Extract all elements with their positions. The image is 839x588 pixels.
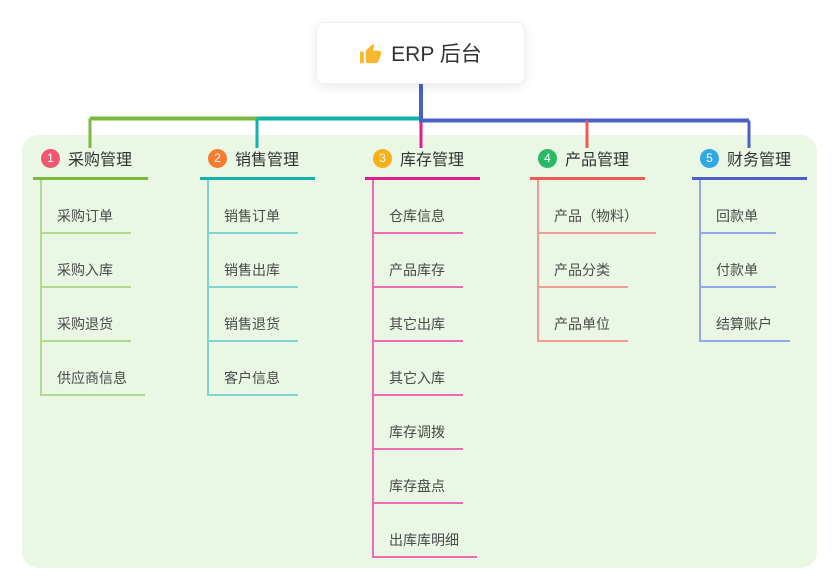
branch-title: 库存管理 — [400, 152, 465, 169]
child-label: 结算账户 — [716, 316, 772, 332]
branch-column: 2 销售管理 销售订单销售出库销售退货客户信息 — [200, 146, 315, 396]
child-label: 供应商信息 — [57, 370, 127, 386]
branch-number-badge: 2 — [208, 148, 227, 168]
branch-number-badge: 1 — [41, 148, 60, 168]
child-label: 库存盘点 — [389, 478, 445, 494]
branch-number-badge: 5 — [700, 148, 719, 168]
child-label: 产品（物料） — [554, 208, 638, 224]
child-node[interactable]: 库存盘点 — [374, 450, 463, 504]
branch-number-badge: 4 — [538, 148, 557, 168]
branch-title: 采购管理 — [68, 152, 133, 169]
branch-node[interactable]: 1 采购管理 — [33, 146, 148, 180]
child-node[interactable]: 采购订单 — [42, 180, 131, 234]
child-label: 其它入库 — [389, 370, 445, 386]
child-node[interactable]: 采购退货 — [42, 288, 131, 342]
child-label: 采购入库 — [57, 262, 113, 278]
child-node[interactable]: 回款单 — [701, 180, 776, 234]
branch-node[interactable]: 5 财务管理 — [692, 146, 807, 180]
child-node[interactable]: 产品库存 — [374, 234, 463, 288]
branch-title: 销售管理 — [235, 152, 300, 169]
branches-background-panel — [22, 135, 817, 568]
child-node[interactable]: 客户信息 — [209, 342, 298, 396]
branch-column: 4 产品管理 产品（物料） 产品分类产品单位 — [530, 146, 656, 342]
thumbs-up-icon — [360, 43, 382, 63]
child-node[interactable]: 结算账户 — [701, 288, 790, 342]
root-title: ERP 后台 — [391, 43, 482, 66]
child-label: 产品单位 — [554, 316, 610, 332]
root-node[interactable]: ERP 后台 — [316, 22, 525, 84]
branch-node[interactable]: 4 产品管理 — [530, 146, 645, 180]
branch-title: 产品管理 — [565, 152, 630, 169]
child-label: 销售出库 — [224, 262, 280, 278]
child-node[interactable]: 其它出库 — [374, 288, 463, 342]
child-label: 产品分类 — [554, 262, 610, 278]
child-label: 出库库明细 — [389, 532, 459, 548]
child-node[interactable]: 库存调拨 — [374, 396, 463, 450]
child-label: 销售退货 — [224, 316, 280, 332]
branch-column: 5 财务管理 回款单付款单结算账户 — [692, 146, 807, 342]
child-node[interactable]: 销售出库 — [209, 234, 298, 288]
child-node[interactable]: 仓库信息 — [374, 180, 463, 234]
branch-children: 销售订单销售出库销售退货客户信息 — [207, 180, 298, 396]
child-node[interactable]: 供应商信息 — [42, 342, 145, 396]
branch-children: 产品（物料） 产品分类产品单位 — [537, 180, 656, 342]
branch-children: 回款单付款单结算账户 — [699, 180, 790, 342]
child-label: 销售订单 — [224, 208, 280, 224]
child-label: 采购订单 — [57, 208, 113, 224]
child-node[interactable]: 销售退货 — [209, 288, 298, 342]
child-node[interactable]: 其它入库 — [374, 342, 463, 396]
child-label: 付款单 — [716, 262, 758, 278]
child-node[interactable]: 产品单位 — [539, 288, 628, 342]
branch-column: 1 采购管理 采购订单采购入库采购退货供应商信息 — [33, 146, 148, 396]
child-label: 仓库信息 — [389, 208, 445, 224]
child-node[interactable]: 采购入库 — [42, 234, 131, 288]
child-label: 其它出库 — [389, 316, 445, 332]
child-label: 库存调拨 — [389, 424, 445, 440]
branch-column: 3 库存管理 仓库信息产品库存其它出库其它入库库存调拨库存盘点出库库明细 — [365, 146, 480, 558]
child-label: 客户信息 — [224, 370, 280, 386]
branch-node[interactable]: 3 库存管理 — [365, 146, 480, 180]
child-label: 采购退货 — [57, 316, 113, 332]
branch-node[interactable]: 2 销售管理 — [200, 146, 315, 180]
child-node[interactable]: 出库库明细 — [374, 504, 477, 558]
child-node[interactable]: 产品（物料） — [539, 180, 656, 234]
child-node[interactable]: 销售订单 — [209, 180, 298, 234]
child-node[interactable]: 付款单 — [701, 234, 776, 288]
branch-title: 财务管理 — [727, 152, 792, 169]
branch-number-badge: 3 — [373, 148, 392, 168]
child-label: 回款单 — [716, 208, 758, 224]
child-node[interactable]: 产品分类 — [539, 234, 628, 288]
branch-children: 仓库信息产品库存其它出库其它入库库存调拨库存盘点出库库明细 — [372, 180, 477, 558]
child-label: 产品库存 — [389, 262, 445, 278]
branch-children: 采购订单采购入库采购退货供应商信息 — [40, 180, 145, 396]
